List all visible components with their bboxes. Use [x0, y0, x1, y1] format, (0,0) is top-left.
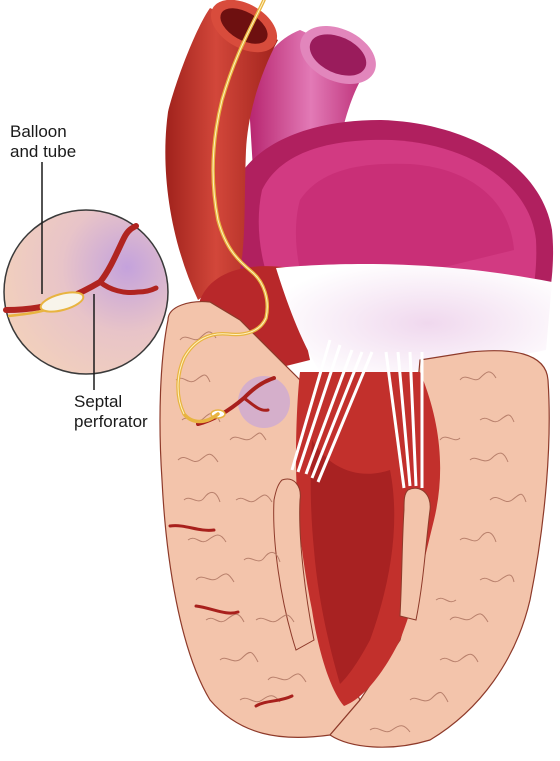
- mitral-valve: [276, 263, 552, 372]
- aorta: [165, 0, 278, 300]
- inset-magnified-view: [3, 209, 169, 375]
- septal-label-line2: perforator: [74, 412, 148, 431]
- balloon-and-tube-label: Balloon and tube: [10, 122, 76, 162]
- papillary-muscle-right: [399, 487, 431, 621]
- balloon-label-line1: Balloon: [10, 122, 67, 141]
- papillary-muscle-left: [273, 478, 315, 651]
- catheter-highlight: [177, 0, 268, 415]
- balloon-label-line2: and tube: [10, 142, 77, 161]
- balloon-magnified: [39, 291, 85, 313]
- myocardium-texture: [175, 331, 527, 733]
- coronary-branches: [168, 524, 294, 708]
- septal-perforator-label: Septal perforator: [74, 392, 148, 432]
- septal-label-line1: Septal: [74, 392, 123, 411]
- left-ventricle: [296, 372, 441, 706]
- chordae-tendineae: [290, 339, 424, 489]
